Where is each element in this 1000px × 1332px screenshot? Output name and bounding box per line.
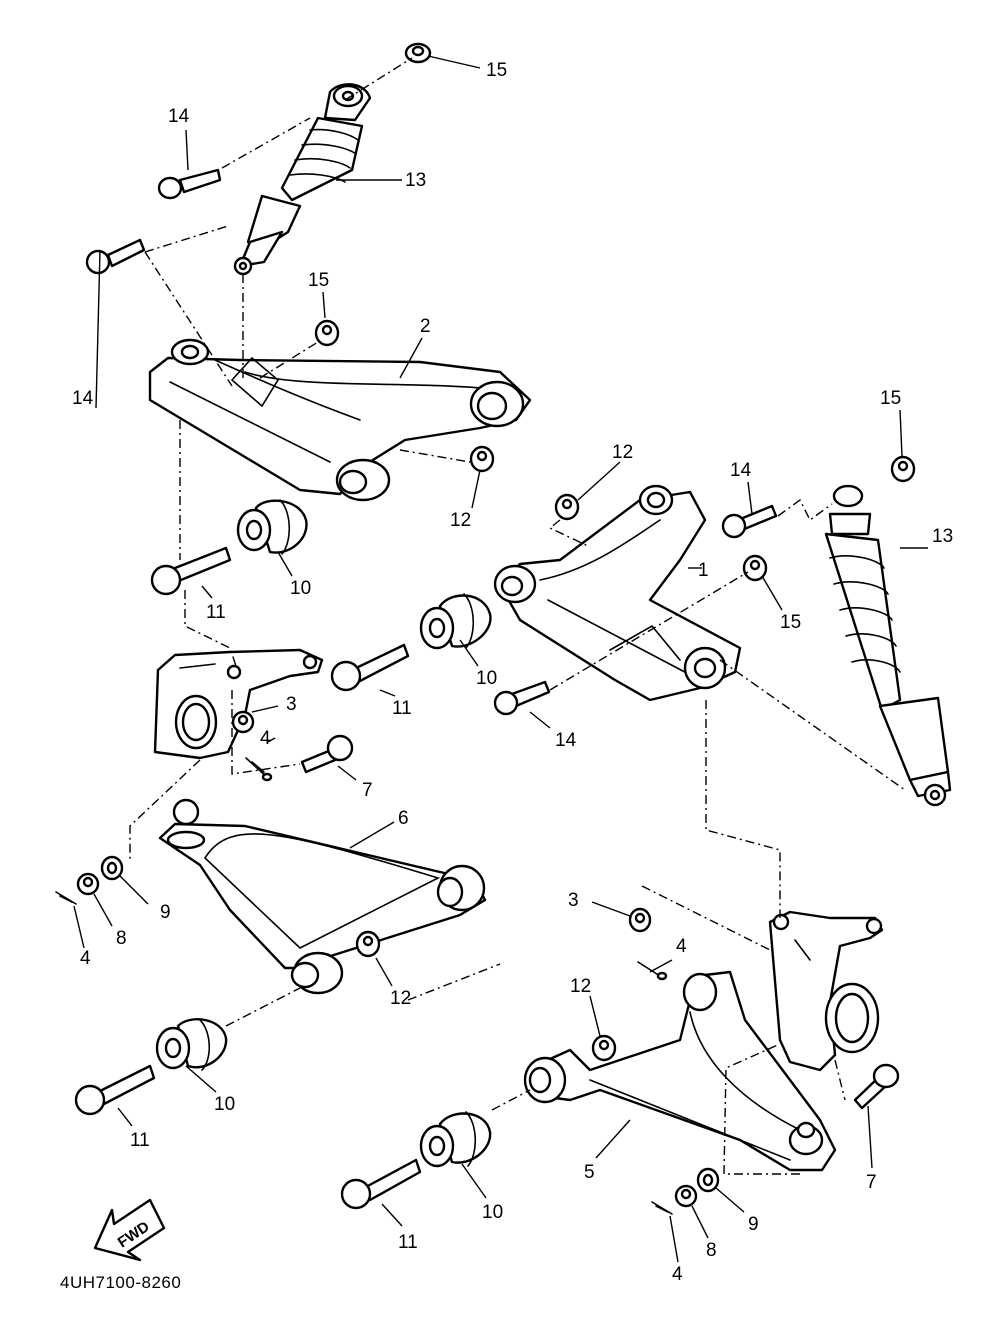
callout-9: 9 bbox=[748, 1214, 759, 1235]
washer-9-left bbox=[100, 855, 124, 881]
assembly-lines bbox=[73, 55, 928, 1263]
callout-12: 12 bbox=[450, 510, 471, 531]
callout-11: 11 bbox=[398, 1232, 418, 1253]
nut-8-right bbox=[674, 1184, 698, 1208]
bushing-10-upper-right bbox=[419, 593, 492, 650]
knuckle-left bbox=[153, 648, 324, 760]
fwd-arrow-icon: FWD bbox=[93, 1198, 166, 1262]
nut-15-top bbox=[404, 42, 432, 64]
bolt-7-left bbox=[300, 734, 354, 774]
callout-13: 13 bbox=[932, 526, 953, 547]
callout-6: 6 bbox=[398, 808, 409, 829]
callout-5: 5 bbox=[584, 1162, 595, 1183]
callout-8: 8 bbox=[116, 928, 127, 949]
callout-10: 10 bbox=[290, 578, 311, 599]
callout-9: 9 bbox=[160, 902, 171, 923]
nut-15-mid bbox=[314, 319, 340, 347]
bushing-10-lower-left bbox=[155, 1018, 228, 1071]
callout-labels: 15 14 13 15 2 14 12 10 11 12 14 15 13 1 … bbox=[72, 60, 953, 1285]
callout-2: 2 bbox=[420, 316, 431, 337]
washer-9-right bbox=[696, 1167, 720, 1193]
callout-4: 4 bbox=[260, 728, 271, 749]
knuckle-right bbox=[768, 910, 884, 1072]
nut-15-right-top bbox=[890, 455, 916, 483]
bushing-10-lower-right bbox=[419, 1111, 492, 1168]
callout-8: 8 bbox=[706, 1240, 717, 1261]
nut-15-right-mid bbox=[742, 554, 768, 582]
callout-14: 14 bbox=[168, 106, 190, 127]
callout-15: 15 bbox=[880, 388, 901, 409]
nut-3-left bbox=[231, 710, 255, 734]
lower-arm-right bbox=[523, 970, 837, 1172]
shock-absorber-right bbox=[824, 484, 952, 807]
callout-15: 15 bbox=[486, 60, 507, 81]
callout-3: 3 bbox=[568, 890, 579, 911]
callout-4: 4 bbox=[80, 948, 91, 969]
callout-1: 1 bbox=[698, 560, 709, 581]
callout-12: 12 bbox=[570, 976, 591, 997]
shock-absorber-left bbox=[233, 83, 372, 276]
callout-12: 12 bbox=[390, 988, 411, 1009]
bolt-7-right bbox=[853, 1063, 900, 1110]
callout-11: 11 bbox=[392, 698, 412, 719]
callout-4: 4 bbox=[672, 1264, 683, 1285]
callout-7: 7 bbox=[362, 780, 373, 801]
nut-3-right bbox=[628, 907, 652, 933]
upper-arm-left bbox=[148, 338, 532, 502]
callout-13: 13 bbox=[405, 170, 426, 191]
bolt-14-right-upper bbox=[721, 504, 778, 539]
bolt-11-upper-left bbox=[150, 546, 232, 596]
bolt-14-right-lower bbox=[493, 680, 551, 716]
bolt-11-lower-left bbox=[74, 1064, 156, 1116]
callout-11: 11 bbox=[130, 1130, 150, 1151]
callout-15: 15 bbox=[780, 612, 801, 633]
bushing-10-upper-left bbox=[236, 499, 308, 555]
callout-4: 4 bbox=[676, 936, 687, 957]
callout-10: 10 bbox=[482, 1202, 503, 1223]
lower-arm-left bbox=[158, 798, 487, 995]
drawing-code: 4UH7100-8260 bbox=[60, 1273, 181, 1292]
nut-12-left bbox=[469, 445, 495, 473]
bolt-14-top bbox=[157, 168, 222, 200]
cotter-pin-4-left-bottom bbox=[55, 891, 77, 905]
bolt-11-lower-right bbox=[340, 1158, 422, 1210]
callout-15: 15 bbox=[308, 270, 329, 291]
callout-7: 7 bbox=[866, 1172, 877, 1193]
callout-14: 14 bbox=[730, 460, 752, 481]
cotter-pin-4-right-bottom bbox=[651, 1201, 673, 1215]
callout-10: 10 bbox=[214, 1094, 235, 1115]
nut-12-right-lower bbox=[591, 1034, 617, 1062]
bolt-11-upper-right bbox=[330, 643, 410, 692]
callout-10: 10 bbox=[476, 668, 497, 689]
cotter-pin-4-right-top bbox=[637, 961, 668, 981]
bolt-14-left bbox=[85, 238, 146, 275]
callout-11: 11 bbox=[206, 602, 226, 623]
cotter-pin-4-left-top bbox=[245, 757, 273, 782]
nut-12-right-upper bbox=[554, 493, 580, 521]
nut-8-left bbox=[76, 872, 100, 896]
nut-12-left-lower bbox=[355, 930, 381, 958]
callout-14: 14 bbox=[555, 730, 577, 751]
callout-12: 12 bbox=[612, 442, 633, 463]
callout-3: 3 bbox=[286, 694, 297, 715]
upper-arm-right bbox=[493, 484, 742, 702]
callout-14: 14 bbox=[72, 388, 94, 409]
